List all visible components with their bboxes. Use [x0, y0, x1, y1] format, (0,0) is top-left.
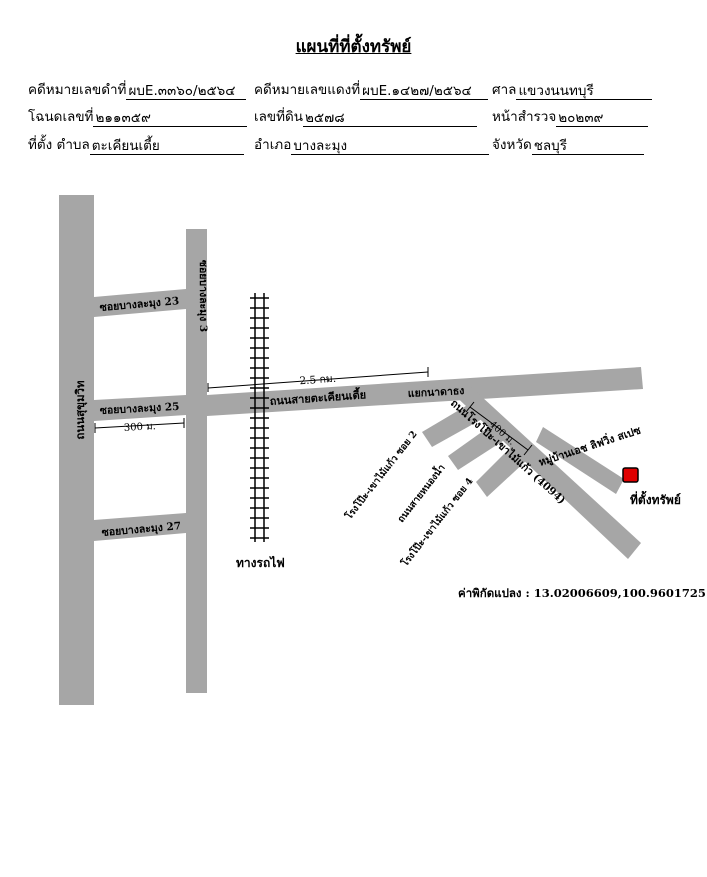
subdistrict-value: ตะเคียนเตี้ย	[89, 138, 244, 155]
red-case-label: คดีหมายเลขแดงที่	[254, 82, 361, 98]
nam-ruam-road	[448, 424, 506, 470]
railway-track	[250, 293, 269, 542]
land-no-value: ๒๕๗๘	[303, 110, 478, 127]
black-case-value: ผบE.๓๓๖๐/๒๕๖๔	[126, 83, 247, 100]
survey-value: ๒๐๒๓๙	[556, 110, 649, 127]
court-label: ศาล	[492, 82, 517, 98]
province-value: ชลบุรี	[531, 138, 644, 155]
soi-3-road	[186, 229, 207, 693]
distance-2-5km-label: 2.5 กม.	[299, 373, 336, 388]
survey-field: หน้าสำรวจ๒๐๒๓๙	[492, 105, 649, 127]
court-value: แขวงนนทบุรี	[516, 83, 653, 100]
red-case-field: คดีหมายเลขแดงที่ผบE.๑๔๒๗/๒๕๖๔	[254, 78, 489, 100]
district-field: อำเภอบางละมุง	[254, 133, 490, 155]
deed-field: โฉนดเลขที่๒๑๑๓๕๙	[28, 105, 248, 127]
province-label: จังหวัด	[492, 137, 532, 153]
coordinates-label: ค่าพิกัดแปลง : 13.02006609,100.96017251	[458, 586, 707, 600]
deed-label: โฉนดเลขที่	[28, 109, 94, 125]
distance-marker-2-5km	[207, 367, 429, 392]
roads	[59, 195, 643, 705]
soi-25-road	[94, 395, 186, 421]
village-road	[536, 427, 624, 494]
soi-2-road	[422, 403, 484, 447]
distance-marker-400m	[465, 401, 533, 456]
land-no-label: เลขที่ดิน	[254, 109, 304, 125]
distance-marker-300m	[94, 418, 185, 433]
land-no-field: เลขที่ดิน๒๕๗๘	[254, 105, 478, 127]
sukhumvit-road	[59, 195, 94, 705]
sukhumvit-label: ถนนสุขุมวิท	[73, 380, 88, 440]
district-value: บางละมุง	[291, 138, 490, 155]
district-label: อำเภอ	[254, 137, 292, 153]
soi-23-road	[94, 289, 186, 317]
court-field: ศาลแขวงนนทบุรี	[492, 78, 653, 100]
red-case-value: ผบE.๑๔๒๗/๒๕๖๔	[360, 83, 489, 100]
province-field: จังหวัดชลบุรี	[492, 133, 644, 155]
soi-3-label: ซอยบางละมุง 3	[196, 260, 209, 332]
distance-300m-label: 300 ม.	[124, 421, 157, 434]
soi-27-road	[94, 513, 186, 541]
takhian-tia-road	[207, 367, 643, 416]
subdistrict-field: ที่ตั้ง ตำบลตะเคียนเตี้ย	[28, 133, 244, 155]
railway-label: ทางรถไฟ	[236, 555, 285, 570]
deed-value: ๒๑๑๓๕๙	[93, 110, 248, 127]
property-label: ที่ตั้งทรัพย์	[630, 490, 681, 507]
soi-25-label: ซอยบางละมุง 25	[100, 401, 180, 418]
property-marker-icon	[622, 467, 639, 483]
location-label: ที่ตั้ง ตำบล	[28, 137, 90, 153]
black-case-field: คดีหมายเลขดำที่ผบE.๓๓๖๐/๒๕๖๔	[28, 78, 247, 100]
black-case-label: คดีหมายเลขดำที่	[28, 82, 127, 98]
soi-4-label: โรงโป๊ะ-เขาไม้แก้ว ซอย 4	[398, 475, 476, 570]
survey-label: หน้าสำรวจ	[492, 109, 557, 125]
soi-4-road	[476, 444, 527, 497]
page-title: แผนที่ที่ตั้งทรัพย์	[295, 37, 412, 57]
intersection-label: แยกนาดาธง	[408, 385, 465, 400]
